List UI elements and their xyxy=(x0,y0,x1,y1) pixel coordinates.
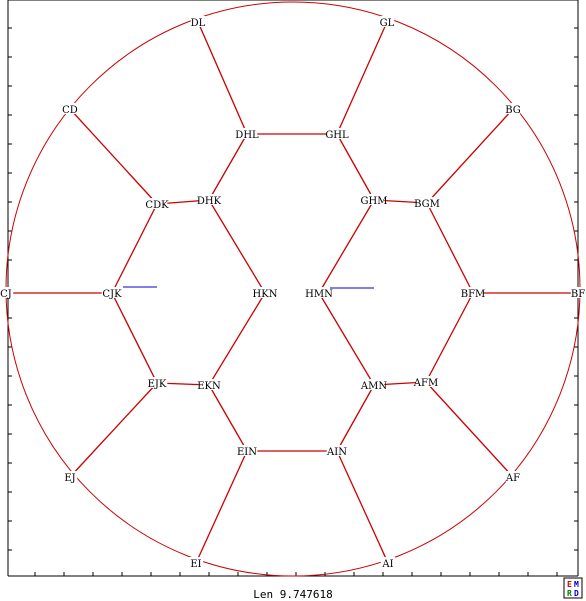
node-label-ghl: GHL xyxy=(325,130,349,141)
node-label-dl: DL xyxy=(191,18,206,29)
node-label-bg xyxy=(505,103,521,114)
edge-amn-ain xyxy=(336,384,375,452)
edge-ghl-ghm xyxy=(336,133,375,201)
node-label-bf: BF xyxy=(571,289,585,300)
node-label-bg xyxy=(326,128,348,139)
node-label-group: DL GL CD BG DHL GHL CDK DHK GHM BGM CJ CJK HKN HMN BFM… xyxy=(0,16,585,570)
edge-group xyxy=(6,21,578,564)
logo-letter-d: D xyxy=(574,589,579,598)
node-label-cd: CD xyxy=(62,105,78,116)
node-label-bg xyxy=(363,194,385,205)
node-label-ein: EIN xyxy=(237,447,257,458)
node-label-dhk: DHK xyxy=(197,196,222,207)
node-label-ai: AI xyxy=(381,559,393,570)
node-label-bg xyxy=(236,128,258,139)
node-label-hkn: HKN xyxy=(253,289,278,300)
axis-ticks xyxy=(8,27,578,576)
node-label-bg xyxy=(326,445,348,456)
node-label-dhl: DHL xyxy=(235,130,259,141)
node-label-afm: AFM xyxy=(413,378,438,389)
edge-bg-bgm xyxy=(426,108,514,204)
node-label-bg xyxy=(363,379,385,390)
node-label-bg xyxy=(62,103,78,114)
node-label-bg: BG xyxy=(505,105,521,116)
node-label-bg xyxy=(254,287,276,298)
node-label-bg xyxy=(188,557,204,568)
plot-frame xyxy=(7,0,579,577)
edge-dl-dhl xyxy=(197,21,248,135)
edge-bgm-bfm xyxy=(426,202,474,294)
node-label-bg xyxy=(570,287,586,298)
edge-ejk-ej xyxy=(69,382,158,478)
boundary-circle xyxy=(5,1,581,577)
node-label-ej: EJ xyxy=(64,473,75,484)
node-label-bg xyxy=(415,376,437,387)
node-label-bg xyxy=(146,377,168,388)
logo-letter-m: M xyxy=(574,580,579,589)
edge-gl-ghl xyxy=(336,21,388,135)
node-label-bg xyxy=(505,471,521,482)
edge-ghm-hmn xyxy=(318,199,375,294)
node-label-af: AF xyxy=(505,473,520,484)
edge-hmn-amn xyxy=(318,292,375,386)
accent-group xyxy=(123,286,374,289)
node-label-cdk: CDK xyxy=(145,200,169,211)
edge-ekn-ein xyxy=(208,384,248,452)
node-label-hmn: HMN xyxy=(305,289,333,300)
node-label-bfm: BFM xyxy=(461,289,486,300)
edge-ein-ei xyxy=(195,450,248,564)
node-label-ei: EI xyxy=(190,559,201,570)
node-label-bgm: BGM xyxy=(414,199,440,210)
node-label-bg xyxy=(198,194,220,205)
edge-cjk-ejk xyxy=(111,292,158,384)
node-label-bg xyxy=(0,287,14,298)
edge-hkn-ekn xyxy=(208,292,266,386)
node-label-bg xyxy=(190,16,206,27)
node-label-bg xyxy=(146,198,168,209)
logo-letter-r: R xyxy=(567,589,572,598)
edge-afm-af xyxy=(425,381,514,478)
node-label-bg xyxy=(198,379,220,390)
node-label-amn: AMN xyxy=(360,381,387,392)
edge-bfm-afm xyxy=(425,292,474,383)
node-label-bg xyxy=(380,557,396,568)
node-label-ekn: EKN xyxy=(197,381,221,392)
edge-cdk-cjk xyxy=(111,203,158,294)
node-label-bg xyxy=(101,287,123,298)
node-label-bg xyxy=(416,197,438,208)
edge-ain-ai xyxy=(336,450,389,564)
node-label-bg xyxy=(379,16,395,27)
status-length: Len 9.747618 xyxy=(253,588,332,601)
node-label-ain: AIN xyxy=(326,447,347,458)
edge-dhl-dhk xyxy=(208,133,248,201)
logo-letter-e: E xyxy=(567,580,572,589)
edge-dhk-hkn xyxy=(208,199,266,294)
node-label-ejk: EJK xyxy=(148,379,167,390)
edge-cd-cdk xyxy=(69,108,158,205)
node-label-cjk: CJK xyxy=(102,289,122,300)
node-label-bg xyxy=(236,445,258,456)
node-label-bg xyxy=(62,471,78,482)
node-label-bg xyxy=(462,287,484,298)
node-label-gl: GL xyxy=(380,18,395,29)
node-label-cj: CJ xyxy=(0,289,12,300)
node-label-ghm: GHM xyxy=(361,196,388,207)
emrd-logo[interactable]: E M R D xyxy=(563,577,583,599)
node-label-bg xyxy=(308,287,330,298)
